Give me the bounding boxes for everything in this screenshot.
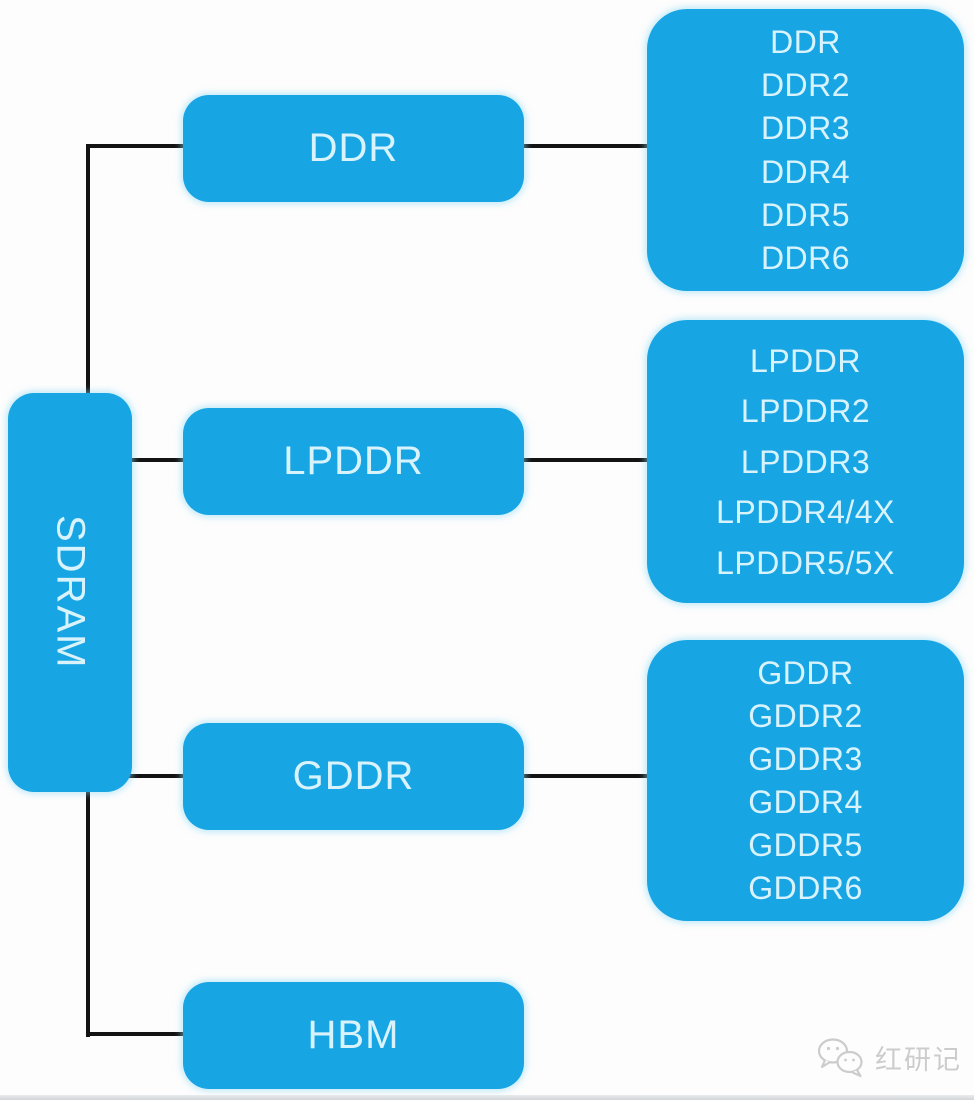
list-item: DDR2 [760,67,851,104]
list-item: GDDR3 [748,741,863,777]
node-gddr: GDDR [183,723,524,830]
list-item: DDR4 [760,153,851,190]
connector-sdram-to-ddr [86,144,185,148]
connector-sdram-to-hbm [86,1032,185,1036]
list-item: LPDDR5/5X [716,544,895,581]
connector-ddr-to-list [524,144,649,148]
list-item: LPDDR [750,342,861,379]
watermark: 红研记 [816,1036,962,1078]
list-item: LPDDR2 [740,393,871,429]
node-gddr-label: GDDR [292,754,415,798]
node-lpddr-generations: LPDDR LPDDR2 LPDDR3 LPDDR4/4X LPDDR5/5X [647,320,964,603]
connector-gddr-to-list [524,774,649,778]
list-item: GDDR6 [748,870,863,906]
connector-lpddr-to-list [524,458,649,462]
watermark-text: 红研记 [875,1044,962,1075]
list-item: DDR5 [760,196,851,233]
node-lpddr: LPDDR [183,408,524,515]
node-lpddr-label: LPDDR [283,439,424,483]
node-ddr-label: DDR [308,126,399,170]
node-hbm-label: HBM [307,1013,400,1057]
list-item: DDR [770,24,841,61]
list-item: GDDR2 [748,698,863,734]
list-item: DDR3 [760,110,851,147]
connector-sdram-to-gddr [126,774,185,778]
bottom-edge-strip [0,1095,974,1100]
list-item: GDDR4 [748,784,863,820]
node-hbm: HBM [183,982,524,1089]
list-item: GDDR [757,655,854,691]
node-gddr-generations: GDDR GDDR2 GDDR3 GDDR4 GDDR5 GDDR6 [647,640,964,921]
list-item: LPDDR4/4X [716,494,895,530]
node-sdram-label: SDRAM [48,515,93,670]
list-item: GDDR5 [748,827,863,863]
list-item: DDR6 [760,239,851,276]
node-ddr: DDR [183,95,524,202]
node-sdram: SDRAM [8,393,132,792]
connector-sdram-to-lpddr [126,458,185,462]
wechat-chat-bubbles-icon [816,1036,868,1078]
list-item: LPDDR3 [740,443,871,480]
node-ddr-generations: DDR DDR2 DDR3 DDR4 DDR5 DDR6 [647,9,964,291]
